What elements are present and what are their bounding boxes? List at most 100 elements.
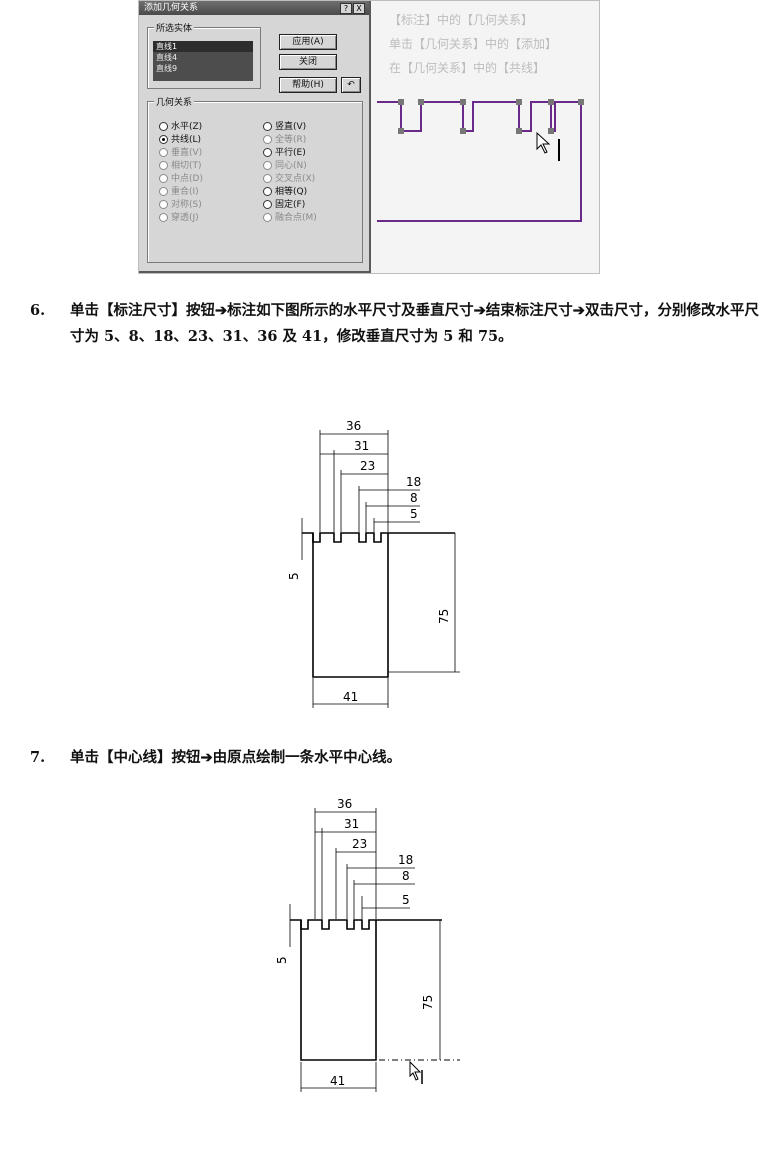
list-item[interactable]: 直线4 bbox=[156, 53, 178, 62]
radio-icon bbox=[263, 161, 272, 170]
dim-41: 41 bbox=[330, 1074, 345, 1088]
dimension-drawing-2: 36 31 23 18 8 5 41 5 75 bbox=[275, 797, 460, 1092]
relations-label: 几何关系 bbox=[154, 95, 195, 108]
radio-intersection: 交叉点(X) bbox=[263, 171, 315, 184]
selected-entities-list[interactable]: 直线1 直线4 直线9 bbox=[153, 41, 253, 81]
help-button[interactable]: 帮助(H) bbox=[279, 77, 337, 93]
step-number: 6. bbox=[30, 302, 46, 319]
radio-merge: 融合点(M) bbox=[263, 210, 317, 223]
screenshot-figure: 添加几何关系 ? X 所选实体 直线1 直线4 直线9 应用(A) 关闭 帮助(… bbox=[138, 0, 600, 274]
radio-icon bbox=[159, 148, 168, 157]
radio-label: 中点(D) bbox=[171, 174, 203, 184]
step-text: 单击【标注尺寸】按钮➔标注如下图所示的水平尺寸及垂直尺寸➔结束标注尺寸➔双击尺寸… bbox=[70, 302, 759, 345]
radio-label: 同心(N) bbox=[275, 161, 307, 171]
dim-23: 23 bbox=[352, 837, 367, 851]
radio-icon bbox=[159, 187, 168, 196]
radio-icon bbox=[159, 161, 168, 170]
radio-label: 穿透(J) bbox=[171, 213, 199, 223]
help-icon[interactable]: ? bbox=[340, 3, 352, 14]
dialog-title: 添加几何关系 bbox=[144, 3, 199, 13]
radio-pierce: 穿透(J) bbox=[159, 210, 199, 223]
radio-label: 交叉点(X) bbox=[275, 174, 316, 184]
radio-icon bbox=[159, 122, 168, 131]
radio-coincident: 重合(I) bbox=[159, 184, 199, 197]
dimension-labels: 36 31 23 18 8 5 41 5 75 bbox=[287, 419, 451, 704]
dimension-labels: 36 31 23 18 8 5 41 5 75 bbox=[275, 797, 435, 1088]
radio-vertical[interactable]: 竖直(V) bbox=[263, 119, 306, 132]
dim-41: 41 bbox=[343, 690, 358, 704]
dimension-drawing-1: 36 31 23 18 8 5 41 5 75 bbox=[287, 419, 460, 708]
undo-button[interactable]: ↶ bbox=[341, 77, 361, 93]
radio-icon bbox=[159, 174, 168, 183]
radio-label: 对称(S) bbox=[171, 200, 202, 210]
dim-23: 23 bbox=[360, 459, 375, 473]
dimension-lines bbox=[289, 808, 441, 1092]
radio-equal[interactable]: 相等(Q) bbox=[263, 184, 307, 197]
radio-checked-icon bbox=[159, 135, 168, 144]
radio-label: 平行(E) bbox=[275, 148, 306, 158]
close-icon[interactable]: X bbox=[353, 3, 365, 14]
sketch-profile bbox=[377, 101, 582, 222]
background-text: 单击【几何关系】中的【添加】 bbox=[389, 37, 558, 51]
dialog-titlebar: 添加几何关系 ? X bbox=[139, 1, 369, 15]
radio-label: 水平(Z) bbox=[171, 122, 203, 132]
dim-5: 5 bbox=[410, 507, 418, 521]
apply-button[interactable]: 应用(A) bbox=[279, 34, 337, 50]
radio-icon bbox=[263, 187, 272, 196]
radio-midpoint: 中点(D) bbox=[159, 171, 203, 184]
sketch-endpoints bbox=[398, 99, 584, 134]
selected-entities-label: 所选实体 bbox=[154, 21, 195, 34]
radio-label: 融合点(M) bbox=[275, 213, 317, 223]
dimension-lines bbox=[301, 430, 460, 708]
radio-label: 竖直(V) bbox=[275, 122, 307, 132]
radio-icon bbox=[159, 213, 168, 222]
radio-icon bbox=[263, 135, 272, 144]
radio-icon bbox=[263, 122, 272, 131]
cursor-icon bbox=[536, 131, 560, 161]
part-profile bbox=[290, 919, 442, 1061]
radio-icon bbox=[263, 213, 272, 222]
radio-label: 相等(Q) bbox=[275, 187, 308, 197]
radio-collinear[interactable]: 共线(L) bbox=[159, 132, 201, 145]
list-item[interactable]: 直线9 bbox=[156, 64, 178, 73]
radio-label: 共线(L) bbox=[171, 135, 202, 145]
radio-concentric: 同心(N) bbox=[263, 158, 307, 171]
dim-18: 18 bbox=[406, 475, 421, 489]
close-button[interactable]: 关闭 bbox=[279, 54, 337, 70]
radio-icon bbox=[263, 148, 272, 157]
radio-symmetric: 对称(S) bbox=[159, 197, 202, 210]
dim-8: 8 bbox=[402, 869, 410, 883]
dim-36: 36 bbox=[337, 797, 352, 811]
radio-fixed[interactable]: 固定(F) bbox=[263, 197, 305, 210]
radio-label: 重合(I) bbox=[171, 187, 199, 197]
sketch-canvas bbox=[377, 99, 584, 222]
cursor-icon bbox=[409, 1060, 423, 1084]
radio-icon bbox=[263, 174, 272, 183]
dim-31: 31 bbox=[354, 439, 369, 453]
radio-congruent: 全等(R) bbox=[263, 132, 306, 145]
part-profile bbox=[302, 532, 455, 678]
background-text: 在【几何关系】中的【共线】 bbox=[389, 61, 546, 75]
selected-entities-group: 所选实体 bbox=[147, 21, 261, 89]
background-text: 【标注】中的【几何关系】 bbox=[389, 13, 534, 27]
step-text: 单击【中心线】按钮➔由原点绘制一条水平中心线。 bbox=[70, 749, 402, 766]
dim-75: 75 bbox=[421, 995, 435, 1010]
radio-horizontal[interactable]: 水平(Z) bbox=[159, 119, 202, 132]
dim-36: 36 bbox=[346, 419, 361, 433]
dim-5-vertical: 5 bbox=[275, 956, 289, 964]
radio-label: 垂直(V) bbox=[171, 148, 203, 158]
dim-5: 5 bbox=[402, 893, 410, 907]
radio-icon bbox=[159, 200, 168, 209]
step-number: 7. bbox=[30, 749, 46, 766]
list-item[interactable]: 直线1 bbox=[153, 41, 253, 52]
radio-label: 相切(T) bbox=[171, 161, 202, 171]
radio-parallel[interactable]: 平行(E) bbox=[263, 145, 306, 158]
radio-label: 固定(F) bbox=[275, 200, 306, 210]
dim-18: 18 bbox=[398, 853, 413, 867]
radio-label: 全等(R) bbox=[275, 135, 307, 145]
add-relations-dialog: 添加几何关系 ? X 所选实体 直线1 直线4 直线9 应用(A) 关闭 帮助(… bbox=[139, 1, 371, 273]
dim-5-vertical: 5 bbox=[287, 572, 301, 580]
radio-icon bbox=[263, 200, 272, 209]
dim-8: 8 bbox=[410, 491, 418, 505]
radio-tangent: 相切(T) bbox=[159, 158, 202, 171]
